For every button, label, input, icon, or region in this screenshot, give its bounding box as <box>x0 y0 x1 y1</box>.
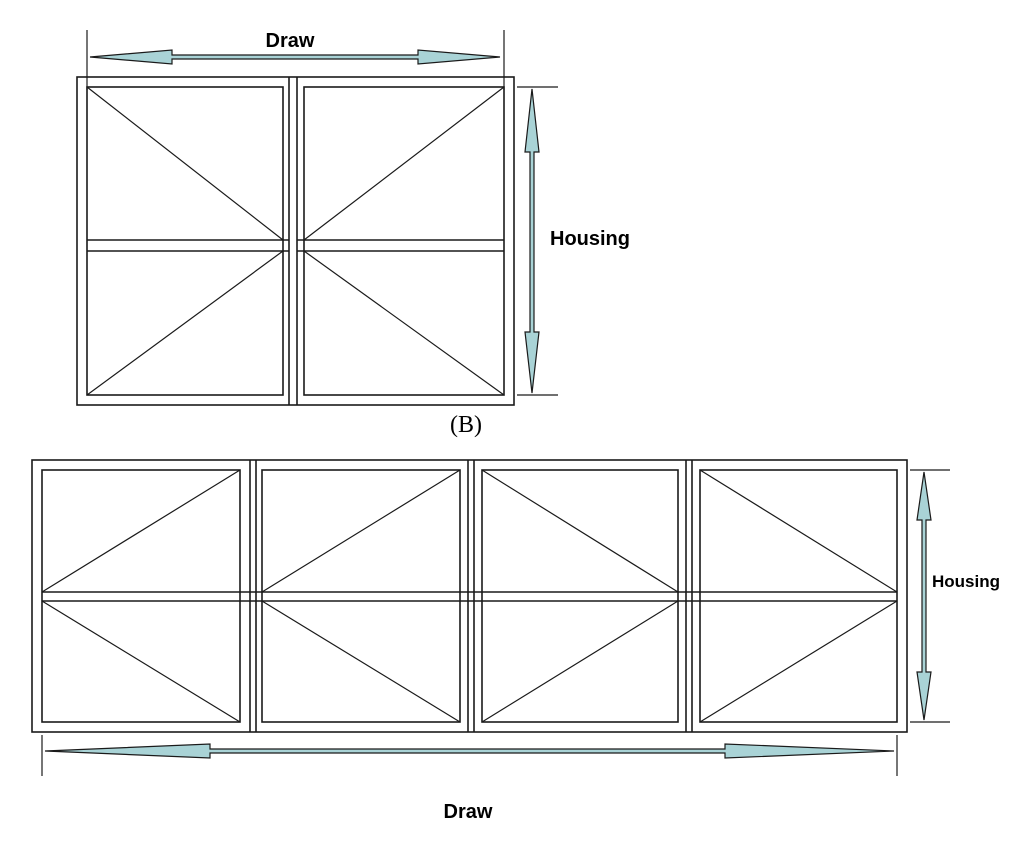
top-panel-right-diag-2 <box>303 250 505 396</box>
bottom-panel-4-diag-1 <box>699 469 898 593</box>
bottom-outer-frame <box>31 459 908 733</box>
top-frame-assembly: Draw Housing <box>76 30 630 406</box>
bottom-panel-1-diag-1 <box>41 469 241 593</box>
bottom-housing-dimension: Housing <box>910 469 1000 723</box>
bottom-panel-4-diag-2 <box>699 600 898 723</box>
bottom-frame-assembly: Housing Draw <box>31 459 1000 823</box>
bottom-panel-1-diag-2 <box>41 600 241 723</box>
bottom-panel-2-inner <box>261 469 461 723</box>
top-panel-left-diag-1 <box>86 86 284 241</box>
bottom-panel-4-inner <box>699 469 898 723</box>
bottom-panel-3-diag-1 <box>481 469 679 593</box>
bottom-panel-1 <box>41 469 241 723</box>
top-housing-dimension: Housing <box>517 86 630 396</box>
bottom-panel-2 <box>261 469 461 723</box>
top-panel-right-diag-1 <box>303 86 505 241</box>
bottom-panel-3-inner <box>481 469 679 723</box>
bottom-panel-1-inner <box>41 469 241 723</box>
top-housing-label: Housing <box>550 228 630 250</box>
top-housing-arrow <box>524 88 540 394</box>
bottom-draw-arrow <box>44 743 895 759</box>
top-panel-left-diag-2 <box>86 250 284 396</box>
bottom-housing-arrow <box>916 471 932 721</box>
bottom-panel-3-diag-2 <box>481 600 679 723</box>
top-panel-right <box>297 86 505 396</box>
bottom-panel-4 <box>699 469 898 723</box>
top-draw-label: Draw <box>266 30 315 52</box>
bottom-draw-dimension: Draw <box>41 735 898 823</box>
bottom-draw-label: Draw <box>444 801 493 823</box>
top-panel-right-inner <box>303 86 505 396</box>
top-outer-frame <box>76 76 515 406</box>
top-panel-left <box>86 86 289 396</box>
figure-label-b: (B) <box>450 412 482 438</box>
bottom-panel-2-diag-2 <box>261 600 461 723</box>
top-panel-left-inner <box>86 86 284 396</box>
top-draw-arrow <box>89 49 501 65</box>
top-draw-dimension: Draw <box>86 30 505 90</box>
bottom-panel-3 <box>481 469 679 723</box>
bottom-panel-2-diag-1 <box>261 469 461 593</box>
bottom-housing-label: Housing <box>932 572 1000 591</box>
